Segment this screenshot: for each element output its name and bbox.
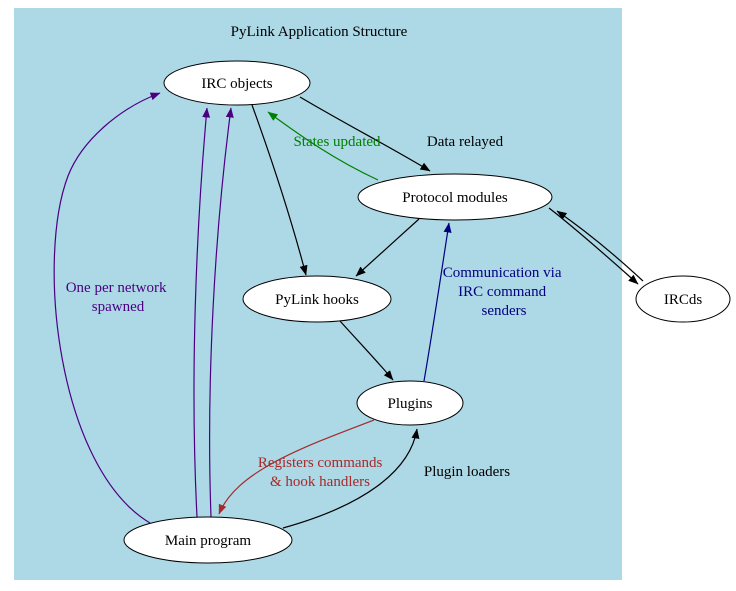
node-main-program-shape <box>123 516 293 564</box>
edge-label-line: spawned <box>92 299 145 315</box>
edge-label-communication: Communication via IRC command senders <box>443 265 565 319</box>
node-ircds-label: IRCds <box>664 292 703 308</box>
edge-label-one-per-network: One per network spawned <box>66 280 171 315</box>
edge-label-line: senders <box>482 303 527 319</box>
edge-irc-to-hooks <box>251 104 308 276</box>
node-protocol-modules: Protocol modules <box>357 173 553 221</box>
node-protocol-modules-label: Protocol modules <box>402 190 508 206</box>
edge-label-registers: Registers commands & hook handlers <box>258 455 386 490</box>
edge-plugins-to-protocol <box>423 222 452 382</box>
node-main-program-label: Main program <box>165 533 252 549</box>
node-irc-objects: IRC objects <box>163 60 311 106</box>
node-irc-objects-shape <box>163 60 311 106</box>
node-protocol-modules-shape <box>357 173 553 221</box>
edge-main-to-irc-inner-2 <box>209 107 234 518</box>
edge-hooks-to-plugins <box>339 320 394 381</box>
node-plugins-shape <box>356 380 464 426</box>
edge-label-data-relayed: Data relayed <box>427 134 504 150</box>
edge-label-states-updated: States updated <box>293 134 381 150</box>
node-main-program: Main program <box>123 516 293 564</box>
diagram-title: PyLink Application Structure <box>231 24 408 40</box>
edge-irc-to-protocol <box>299 96 431 172</box>
node-plugins-label: Plugins <box>387 396 432 412</box>
node-plugins: Plugins <box>356 380 464 426</box>
edge-label-plugin-loaders: Plugin loaders <box>424 464 510 480</box>
node-pylink-hooks: PyLink hooks <box>242 275 392 323</box>
node-irc-objects-label: IRC objects <box>201 76 272 92</box>
node-ircds-shape <box>635 275 731 323</box>
edge-label-line: & hook handlers <box>270 474 370 490</box>
node-ircds: IRCds <box>635 275 731 323</box>
edge-plugins-to-main <box>218 419 375 515</box>
edge-main-to-irc-outer <box>53 92 161 524</box>
node-pylink-hooks-shape <box>242 275 392 323</box>
edge-protocol-to-irc <box>267 111 379 181</box>
edge-main-to-irc-inner-1 <box>193 107 211 518</box>
edge-main-to-plugins <box>282 428 420 529</box>
edge-label-line: One per network <box>66 280 167 296</box>
edge-label-line: Registers commands <box>258 455 383 471</box>
edge-ircds-to-protocol <box>556 210 644 282</box>
edge-label-line: IRC command <box>458 284 546 300</box>
edge-protocol-to-hooks <box>355 218 420 277</box>
node-pylink-hooks-label: PyLink hooks <box>275 292 359 308</box>
edge-label-line: Communication via <box>443 265 562 281</box>
